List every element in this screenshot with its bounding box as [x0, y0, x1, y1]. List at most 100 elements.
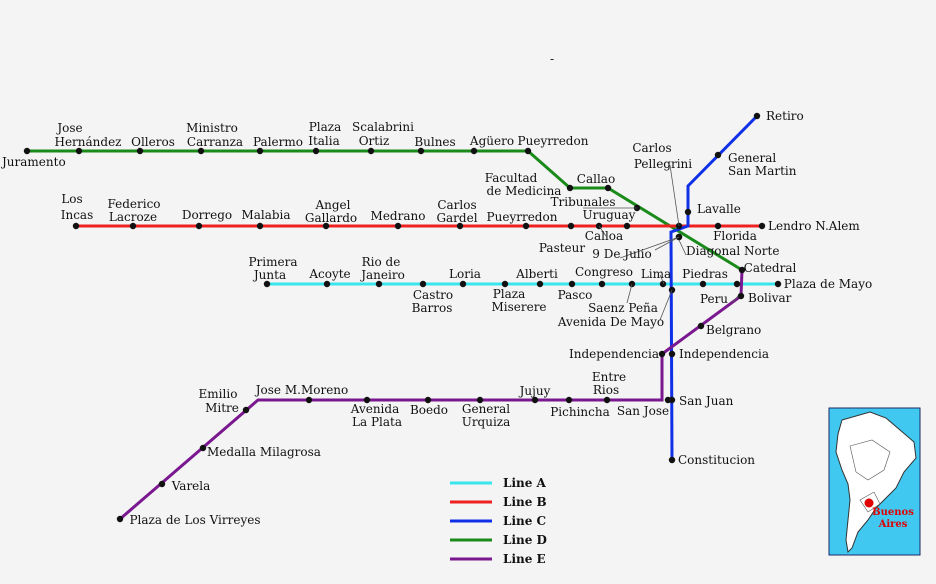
station-dot-angel-gallardo[interactable]	[322, 222, 330, 230]
station-dot-facultad-de-medicina[interactable]	[566, 184, 574, 192]
station-dot-belgrano[interactable]	[697, 322, 705, 330]
station-dot-uruguay[interactable]	[623, 222, 631, 230]
station-dot-jujuy[interactable]	[531, 396, 539, 404]
station-dot-avenida-la-plata[interactable]	[363, 396, 371, 404]
station-dot-lavalle[interactable]	[684, 208, 692, 216]
station-dot-pueyrredon[interactable]	[522, 222, 530, 230]
leader-line	[619, 236, 680, 259]
station-dot-bulnes[interactable]	[417, 147, 425, 155]
station-name-plaza-italia-part-1: Italia	[308, 134, 340, 148]
station-label-belgrano: Belgrano	[706, 323, 761, 337]
station-dot-entre-rios[interactable]	[603, 396, 611, 404]
legend-label-line-b: Line B	[503, 495, 547, 509]
station-label-san-juan: San Juan	[679, 394, 734, 408]
station-dot-medalla-milagrosa[interactable]	[199, 444, 207, 452]
station-dot-san-jose[interactable]	[664, 396, 672, 404]
station-dot-catedral[interactable]	[738, 266, 746, 274]
station-dot-lendro-nalem[interactable]	[758, 222, 766, 230]
station-dot-pueyrredon[interactable]	[524, 147, 532, 155]
station-label-pueyrredon: Pueyrredon	[518, 134, 589, 148]
station-name-olleros-part-0: Olleros	[131, 135, 175, 149]
station-dot-malabia[interactable]	[256, 222, 264, 230]
station-name-diagonal-norte-part-0: Diagonal Norte	[686, 244, 779, 258]
station-label-diagonal-norte: Diagonal Norte	[686, 244, 779, 258]
station-name-independencia-part-0: Independencia	[569, 347, 659, 361]
leader-line	[678, 239, 687, 256]
station-dot-palermo[interactable]	[256, 147, 264, 155]
station-dot-loria[interactable]	[459, 280, 467, 288]
station-name-angel-gallardo-part-0: Angel	[314, 198, 350, 212]
station-name-avenida-de-mayo-part-0: Avenida De Mayo	[557, 315, 664, 329]
station-label-jose-mmoreno: Jose M.Moreno	[254, 383, 349, 397]
station-dot-pasco[interactable]	[568, 280, 576, 288]
station-dot-los-incas[interactable]	[72, 222, 80, 230]
line-c-route	[669, 114, 759, 461]
station-dot-bolivar[interactable]	[737, 292, 745, 300]
station-label-florida: Florida	[713, 229, 757, 243]
station-name-plaza-de-mayo-part-0: Plaza de Mayo	[784, 277, 872, 291]
station-dot-pasteur[interactable]	[567, 222, 575, 230]
station-name-los-incas-part-0: Los	[61, 192, 82, 206]
station-dot-varela[interactable]	[158, 480, 166, 488]
station-label-lima: Lima	[641, 267, 671, 281]
station-dot-primera-junta[interactable]	[263, 280, 271, 288]
station-name-pasco-part-0: Pasco	[558, 288, 593, 302]
station-dot-callao[interactable]	[604, 184, 612, 192]
station-dot-federico-lacroze[interactable]	[129, 222, 137, 230]
station-dot-alberti[interactable]	[536, 280, 544, 288]
station-dot-scalabrini-ortiz[interactable]	[367, 147, 375, 155]
station-dot-medrano[interactable]	[394, 222, 402, 230]
line-e-route	[119, 269, 744, 521]
station-dot-general-urquiza[interactable]	[476, 396, 484, 404]
station-name-jose-hernandez-part-1: Hernández	[54, 135, 121, 149]
station-dot-juramento[interactable]	[23, 147, 31, 155]
station-name-uruguay-part-0: Uruguay	[583, 208, 636, 222]
station-name-general-urquiza-part-1: Urquiza	[462, 415, 511, 429]
station-name-plaza-de-los-virreyes-part-0: Plaza de Los Virreyes	[129, 513, 260, 527]
station-name-palermo-part-0: Palermo	[253, 135, 303, 149]
station-dot-rio-de-janeiro[interactable]	[375, 280, 383, 288]
station-dot-retiro[interactable]	[753, 112, 761, 120]
station-dot-plaza-miserere[interactable]	[501, 280, 509, 288]
station-name-scalabrini-ortiz-part-1: Ortiz	[359, 134, 390, 148]
station-dot-plaza-de-los-virreyes[interactable]	[116, 515, 124, 523]
station-dot-aguero[interactable]	[470, 147, 478, 155]
station-dot-jose-mmoreno[interactable]	[305, 396, 313, 404]
station-dot-plaza-de-mayo[interactable]	[774, 280, 782, 288]
station-dot-lima[interactable]	[659, 280, 667, 288]
station-dot-ministro-carranza[interactable]	[197, 147, 205, 155]
station-dot-plaza-italia[interactable]	[312, 147, 320, 155]
station-dot-jose-hernandez[interactable]	[75, 147, 83, 155]
station-name-general-urquiza-part-0: General	[462, 402, 510, 416]
station-label-peru: Peru	[700, 292, 728, 306]
leader-line	[669, 164, 680, 227]
station-dot-pichincha[interactable]	[565, 396, 573, 404]
legend-label-line-c: Line C	[503, 514, 546, 528]
station-dot-constitucion[interactable]	[668, 456, 676, 464]
station-dot-olleros[interactable]	[136, 147, 144, 155]
station-label-aguero: Agüero	[469, 134, 514, 148]
station-dot-independencia[interactable]	[658, 350, 666, 358]
station-dot-florida[interactable]	[714, 222, 722, 230]
station-dot-piedras[interactable]	[699, 280, 707, 288]
leader-line	[659, 274, 665, 285]
station-name-tribunales-part-0: Tribunales	[551, 195, 616, 209]
station-dot-carlos-gardel[interactable]	[456, 222, 464, 230]
station-dot-dorrego[interactable]	[195, 222, 203, 230]
station-dot-emilio-mitre[interactable]	[242, 406, 250, 414]
station-dot-independencia[interactable]	[668, 350, 676, 358]
station-dot-general-san-martin[interactable]	[714, 151, 722, 159]
station-dot-acoyte[interactable]	[323, 280, 331, 288]
station-dot-congreso[interactable]	[598, 280, 606, 288]
leader-line	[654, 236, 680, 251]
station-name-ministro-carranza-part-0: Ministro	[186, 121, 238, 135]
station-dot-peru[interactable]	[733, 280, 741, 288]
station-name-bulnes-part-0: Bulnes	[414, 135, 455, 149]
station-dot-boedo[interactable]	[424, 396, 432, 404]
station-dot-castro-barros[interactable]	[419, 280, 427, 288]
station-label-pueyrredon: Pueyrredon	[487, 210, 558, 224]
station-name-9-de-julio-part-0: 9 De Julio	[592, 247, 651, 261]
